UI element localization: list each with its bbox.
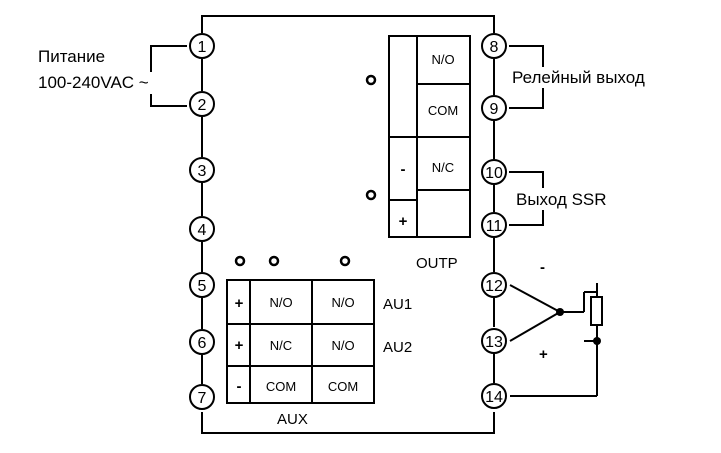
device-body-outline-bottom — [201, 412, 495, 434]
aux-col2-row3: COM — [328, 379, 358, 394]
aux-led-1 — [234, 255, 246, 267]
aux-sign-3: - — [237, 378, 242, 395]
outp-cell-nc: N/C — [432, 160, 454, 175]
aux-au1-label: AU1 — [383, 296, 412, 313]
power-bracket-lower — [150, 94, 187, 107]
sensor-wiring — [509, 283, 603, 397]
terminal-1: 1 — [189, 33, 215, 59]
aux-led-2 — [268, 255, 280, 267]
aux-led-3 — [339, 255, 351, 267]
terminal-5: 5 — [189, 272, 215, 298]
outp-label: OUTP — [416, 255, 458, 272]
terminal-7-label: 7 — [198, 390, 207, 407]
terminal-9: 9 — [481, 95, 507, 121]
terminal-10: 10 — [481, 159, 507, 185]
power-bracket — [150, 45, 187, 72]
aux-col1-row1: N/O — [269, 295, 292, 310]
power-voltage-label: 100-240VAC ~ — [38, 73, 149, 92]
terminal-8-label: 8 — [490, 39, 499, 56]
aux-col1-row3: COM — [266, 379, 296, 394]
ssr-bracket-lower — [509, 210, 544, 226]
power-label: Питание — [38, 47, 105, 66]
terminal-2-label: 2 — [198, 97, 207, 114]
outp-cell-com: COM — [428, 103, 458, 118]
terminal-13: 13 — [481, 328, 507, 354]
relay-bracket — [509, 45, 544, 67]
outp-led-1 — [365, 74, 377, 86]
junction-dot-2 — [593, 337, 601, 345]
terminal-5-label: 5 — [198, 278, 207, 295]
outp-block — [388, 35, 471, 238]
terminal-9-label: 9 — [490, 101, 499, 118]
aux-label: AUX — [277, 411, 308, 428]
terminal-6-label: 6 — [198, 335, 207, 352]
device-body-outline — [201, 15, 495, 33]
sensor-minus-label: - — [540, 259, 545, 276]
terminal-4-label: 4 — [198, 222, 207, 239]
terminal-6: 6 — [189, 329, 215, 355]
terminal-3-label: 3 — [198, 163, 207, 180]
terminal-11-label: 11 — [486, 218, 503, 235]
terminal-4: 4 — [189, 216, 215, 242]
outp-cell-plus: + — [399, 213, 408, 230]
terminal-3: 3 — [189, 157, 215, 183]
outp-cell-no: N/O — [431, 52, 454, 67]
terminal-12-label: 12 — [485, 278, 503, 295]
aux-au2-label: AU2 — [383, 339, 412, 356]
ssr-bracket — [509, 171, 544, 188]
aux-sign-2: + — [235, 337, 244, 354]
terminal-14: 14 — [481, 383, 507, 409]
aux-block — [226, 279, 375, 404]
aux-col2-row2: N/O — [331, 338, 354, 353]
terminal-13-label: 13 — [485, 334, 503, 351]
outp-cell-minus: - — [401, 161, 406, 178]
junction-dot-1 — [556, 308, 564, 316]
relay-output-label: Релейный выход — [512, 68, 645, 87]
sensor-plus-label: + — [539, 346, 548, 363]
aux-sign-1: + — [235, 295, 244, 312]
outp-led-2 — [365, 189, 377, 201]
terminal-8: 8 — [481, 33, 507, 59]
terminal-14-label: 14 — [485, 389, 503, 406]
aux-col2-row1: N/O — [331, 295, 354, 310]
ssr-output-label: Выход SSR — [516, 190, 607, 209]
relay-bracket-lower — [509, 88, 544, 109]
terminal-1-label: 1 — [198, 39, 207, 56]
terminal-11: 11 — [481, 212, 507, 238]
aux-col1-row2: N/C — [270, 338, 292, 353]
terminal-10-label: 10 — [485, 165, 503, 182]
terminal-7: 7 — [189, 384, 215, 410]
terminal-2: 2 — [189, 91, 215, 117]
terminal-12: 12 — [481, 272, 507, 298]
